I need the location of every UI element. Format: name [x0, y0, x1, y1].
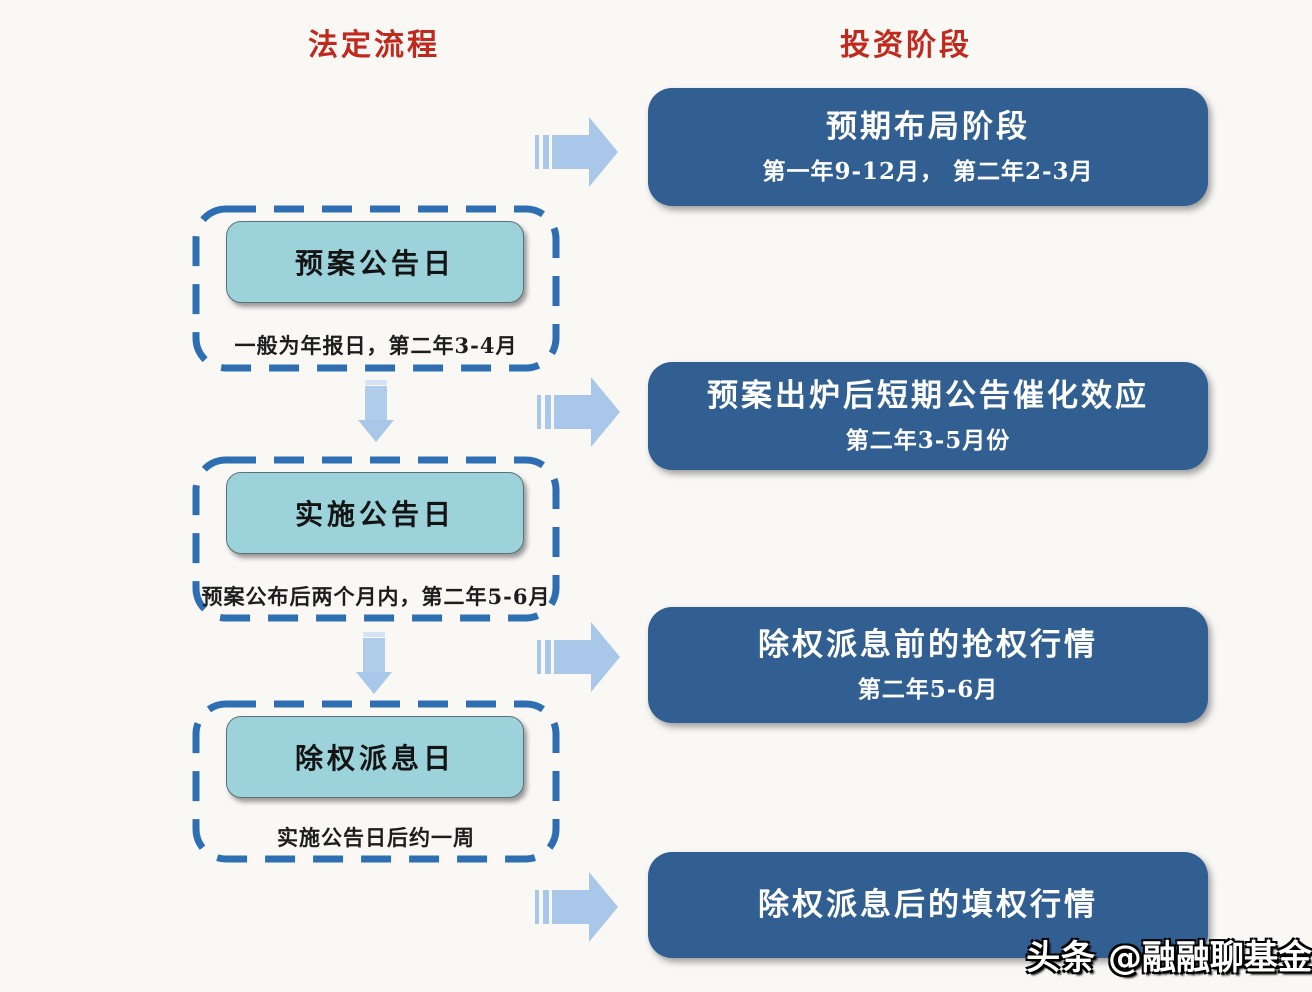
stage-box-post-exdividend-rally: 除权派息后的填权行情: [648, 852, 1208, 958]
process-caption: 预案公布后两个月内，第二年5-6月: [201, 584, 551, 609]
process-node: 除权派息日: [226, 716, 524, 798]
stage-subtitle: 第二年3-5月份: [845, 427, 1011, 455]
striped-right-arrow-icon: [535, 117, 618, 187]
striped-right-arrow-icon: [535, 872, 618, 942]
striped-right-arrow-icon: [537, 377, 620, 447]
column-header-investment-stage: 投资阶段: [840, 28, 972, 63]
stage-title: 预期布局阶段: [826, 108, 1030, 145]
down-arrow-icon: [358, 380, 394, 442]
process-caption: 实施公告日后约一周: [277, 825, 475, 850]
dashed-border: [192, 205, 560, 372]
stage-title: 除权派息后的填权行情: [758, 886, 1098, 923]
stage-title: 除权派息前的抢权行情: [758, 626, 1098, 663]
process-caption: 一般为年报日，第二年3-4月: [234, 333, 518, 358]
stage-subtitle: 第二年5-6月: [857, 676, 999, 704]
column-header-legal-process: 法定流程: [308, 28, 440, 63]
watermark-badge: 头条: [1026, 938, 1097, 978]
striped-right-arrow-icon: [537, 622, 620, 692]
dashed-border: [192, 456, 560, 622]
process-node: 预案公告日: [226, 221, 524, 303]
down-arrow-icon: [356, 632, 392, 694]
stage-box-expectation-layout: 预期布局阶段 第一年9-12月， 第二年2-3月: [648, 88, 1208, 206]
dashed-border: [192, 700, 560, 863]
process-group-proposal-announcement: 预案公告日 一般为年报日，第二年3-4月: [192, 205, 560, 372]
process-group-exdividend-date: 除权派息日 实施公告日后约一周: [192, 700, 560, 863]
watermark: 头条 @融融聊基金: [1026, 930, 1312, 979]
watermark-handle: @融融聊基金: [1108, 938, 1312, 978]
stage-title: 预案出炉后短期公告催化效应: [707, 377, 1149, 414]
process-node: 实施公告日: [226, 472, 524, 554]
process-group-implementation-announcement: 实施公告日 预案公布后两个月内，第二年5-6月: [192, 456, 560, 622]
stage-box-pre-exdividend-rally: 除权派息前的抢权行情 第二年5-6月: [648, 607, 1208, 723]
stage-subtitle: 第一年9-12月， 第二年2-3月: [762, 158, 1094, 186]
stage-box-announcement-catalyst: 预案出炉后短期公告催化效应 第二年3-5月份: [648, 362, 1208, 470]
